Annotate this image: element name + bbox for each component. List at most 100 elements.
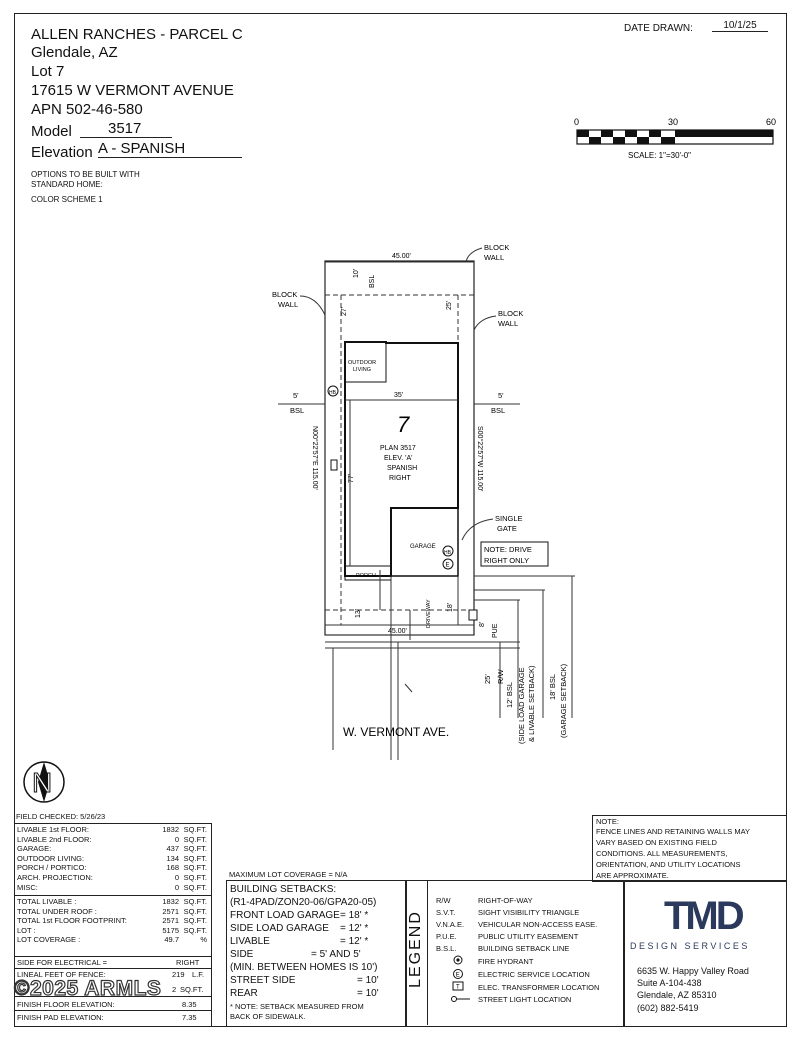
legend-desc: SIGHT VISIBILITY TRIANGLE	[478, 908, 580, 917]
setbacks-title: BUILDING SETBACKS:	[230, 884, 337, 895]
dim-25: 25'	[446, 301, 453, 310]
dim-18: 18'	[447, 603, 454, 612]
note-drive-box	[480, 541, 549, 567]
bsl-18-1: 18' BSL	[548, 674, 557, 700]
legend-abbr: S.V.T.	[436, 908, 456, 917]
legend-desc: ELEC. TRANSFORMER LOCATION	[478, 983, 600, 992]
electrical-panel-icon	[330, 459, 338, 471]
driveway-label: DRIVEWAY	[426, 599, 432, 628]
legend-desc: STREET LIGHT LOCATION	[478, 995, 572, 1004]
setback-note-2: BACK OF SIDEWALK.	[230, 1012, 306, 1021]
setback-line: STREET SIDE	[230, 975, 296, 986]
outdoor-living-1: OUTDOOR	[348, 360, 376, 366]
city: Glendale, AZ	[31, 44, 118, 61]
scale-tick-60: 60	[766, 117, 776, 127]
legend-desc: FIRE HYDRANT	[478, 957, 534, 966]
legend-abbr: R/W	[436, 896, 451, 905]
row-25: 25'	[483, 674, 492, 684]
block-wall-right-1: BLOCK	[498, 309, 523, 318]
pad-elev-label: FINISH PAD ELEVATION:	[17, 1013, 104, 1022]
field-checked: FIELD CHECKED: 5/26/23	[16, 812, 106, 821]
electrical-value: RIGHT	[176, 958, 200, 967]
legend-box	[405, 880, 625, 1027]
legend-desc: RIGHT-OF-WAY	[478, 896, 533, 905]
scale-tick-0: 0	[574, 117, 579, 127]
company-logo: TMD	[664, 894, 745, 938]
electric-service-icon: E	[442, 558, 454, 570]
setback-line: LIVABLE	[230, 936, 270, 947]
setback-note-1: * NOTE: SETBACK MEASURED FROM	[230, 1002, 364, 1011]
legend-title: LEGEND	[407, 910, 424, 988]
hidden-row-value: 2	[172, 985, 177, 994]
note-line: ARE APPROXIMATE.	[596, 871, 669, 880]
plan-line-2: ELEV. 'A'	[384, 455, 413, 462]
porch-outline	[344, 565, 392, 581]
fence-label: LINEAL FEET OF FENCE:	[17, 970, 106, 979]
dim-8: 8'	[479, 622, 486, 627]
dim-13: 13'	[355, 609, 362, 618]
date-drawn-label: DATE DRAWN:	[624, 23, 693, 34]
bsl-12-3: & LIVABLE SETBACK)	[527, 665, 536, 742]
garage-label: GARAGE	[410, 544, 436, 550]
street-name: W. VERMONT AVE.	[343, 725, 449, 739]
svg-text:E: E	[456, 973, 460, 979]
setback-line: SIDE	[230, 949, 254, 960]
setback-line: REAR	[230, 988, 258, 999]
svg-text:E: E	[446, 563, 450, 569]
color-scheme: COLOR SCHEME 1	[31, 195, 103, 204]
dim-27: 27'	[341, 307, 348, 316]
note-box	[592, 815, 787, 882]
company-phone: (602) 882-5419	[637, 1003, 699, 1013]
setbacks-box	[226, 880, 407, 1027]
setback-value: = 5' AND 5'	[311, 949, 361, 960]
company-address-1: 6635 W. Happy Valley Road	[637, 966, 749, 976]
total-row: LOT COVERAGE :49.7%	[17, 935, 207, 945]
porch-label: PORCH	[356, 573, 376, 579]
right-setback-tag: BSL	[491, 406, 505, 415]
svg-text:T: T	[456, 985, 460, 991]
lot-number: Lot 7	[31, 63, 65, 80]
floor-elev-label: FINISH FLOOR ELEVATION:	[17, 1000, 115, 1009]
watermark: ©2025 ARMLS	[13, 976, 162, 1000]
bottom-width-label: 45.00'	[388, 628, 407, 635]
legend-abbr: V.N.A.E.	[436, 920, 465, 929]
note-drive-2: RIGHT ONLY	[484, 556, 529, 565]
setback-value: = 18' *	[340, 910, 369, 921]
model-label: Model	[31, 123, 72, 140]
bsl-12-1: 12' BSL	[505, 682, 514, 708]
block-wall-left-2: WALL	[278, 300, 298, 309]
legend-desc: PUBLIC UTILITY EASEMENT	[478, 932, 579, 941]
setback-line: FRONT LOAD GARAGE	[230, 910, 340, 921]
elevation-label: Elevation	[31, 144, 93, 161]
area-table	[14, 823, 212, 1027]
subdivision-name: ALLEN RANCHES - PARCEL C	[31, 26, 243, 43]
rear-bsl-dim: 10'	[353, 269, 360, 278]
electrical-label: SIDE FOR ELECTRICAL =	[17, 958, 107, 967]
elevation-value: A - SPANISH	[98, 140, 186, 157]
plan-line-3: SPANISH	[387, 465, 417, 472]
svg-text:HB: HB	[444, 550, 452, 556]
transformer-icon: T	[452, 981, 464, 991]
note-line: VARY BASED ON EXISTING FIELD	[596, 838, 717, 847]
setback-line: (MIN. BETWEEN HOMES IS 10')	[230, 962, 378, 973]
north-arrow-icon: N	[23, 761, 65, 803]
right-bearing: S00°22'57"W 115.00'	[476, 426, 484, 491]
depth-77: 77'	[348, 474, 355, 483]
options-line-2: STANDARD HOME:	[31, 180, 103, 189]
scale-tick-30: 30	[668, 117, 678, 127]
bsl-18-2: (GARAGE SETBACK)	[559, 663, 568, 738]
left-setback: 5'	[293, 391, 299, 400]
site-plan: 45.00' 10' BSL 27' 25' BLOCK WALL BLOCK …	[272, 243, 575, 760]
legend-abbr: P.U.E.	[436, 932, 457, 941]
outdoor-living-2: LIVING	[353, 367, 371, 373]
block-wall-left-1: BLOCK	[272, 290, 297, 299]
